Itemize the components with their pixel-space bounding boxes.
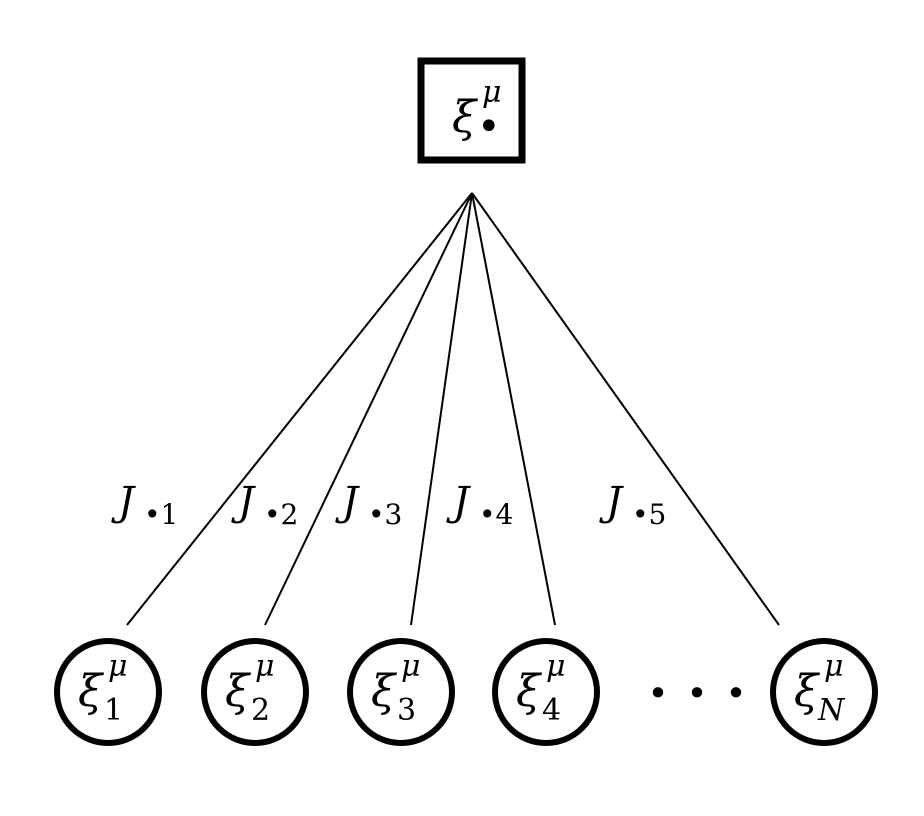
weight-subscript: •2: [264, 498, 298, 531]
input-node-1: ξ μ 1: [54, 638, 162, 746]
weight-subscript: •3: [368, 498, 402, 531]
connection-line-1: [126, 192, 473, 626]
input-node-subscript: 3: [397, 693, 416, 728]
weight-label-5: J •5: [599, 479, 666, 531]
output-node: ξ μ •: [417, 57, 526, 164]
weight-subscript: •4: [479, 498, 513, 531]
input-node-subscript: 4: [542, 693, 561, 728]
weight-subscript: •5: [632, 498, 666, 531]
connection-line-4: [471, 192, 556, 626]
connection-line-5: [471, 192, 780, 626]
weight-symbol: J: [231, 479, 256, 525]
weight-labels: J •1 J •2 J •3 J •4 J •5: [111, 479, 666, 531]
input-node-superscript: μ: [255, 649, 275, 684]
weight-symbol: J: [599, 479, 624, 525]
weight-symbol: J: [335, 479, 360, 525]
weight-label-4: J •4: [446, 479, 513, 531]
input-node-symbol: ξ: [516, 666, 543, 717]
weight-symbol: J: [446, 479, 471, 525]
input-node-symbol: ξ: [78, 666, 105, 717]
input-node-circle: [770, 638, 878, 746]
input-node-circle: [201, 638, 309, 746]
weight-subscript: •1: [144, 498, 178, 531]
input-node-4: ξ μ 4: [492, 638, 600, 746]
input-nodes: ξ μ 1 ξ μ 2 ξ μ 3 ξ μ 4 ξ μ N: [54, 638, 878, 746]
input-node-3: ξ μ 3: [347, 638, 455, 746]
input-node-circle: [54, 638, 162, 746]
output-node-symbol: ξ: [452, 92, 479, 143]
input-node-subscript: 2: [251, 693, 270, 728]
input-node-circle: [492, 638, 600, 746]
input-node-symbol: ξ: [371, 666, 398, 717]
output-node-box: [417, 57, 526, 164]
output-node-superscript: μ: [482, 75, 502, 110]
input-node-superscript: μ: [824, 649, 844, 684]
input-node-superscript: μ: [546, 649, 566, 684]
output-node-subscript: •: [477, 104, 501, 150]
weight-label-1: J •1: [111, 479, 178, 531]
input-node-n: ξ μ N: [770, 638, 878, 746]
connection-line-2: [264, 192, 473, 626]
input-node-subscript: 1: [104, 693, 123, 728]
input-node-circle: [347, 638, 455, 746]
input-node-superscript: μ: [401, 649, 421, 684]
input-node-subscript: N: [817, 693, 846, 728]
connection-lines: [126, 192, 780, 626]
weight-label-2: J •2: [231, 479, 298, 531]
input-node-symbol: ξ: [225, 666, 252, 717]
weight-label-3: J •3: [335, 479, 402, 531]
ellipsis: · · ·: [648, 660, 745, 726]
input-node-2: ξ μ 2: [201, 638, 309, 746]
input-node-superscript: μ: [108, 649, 128, 684]
weight-symbol: J: [111, 479, 136, 525]
connection-line-3: [410, 192, 473, 626]
input-node-symbol: ξ: [794, 666, 821, 717]
